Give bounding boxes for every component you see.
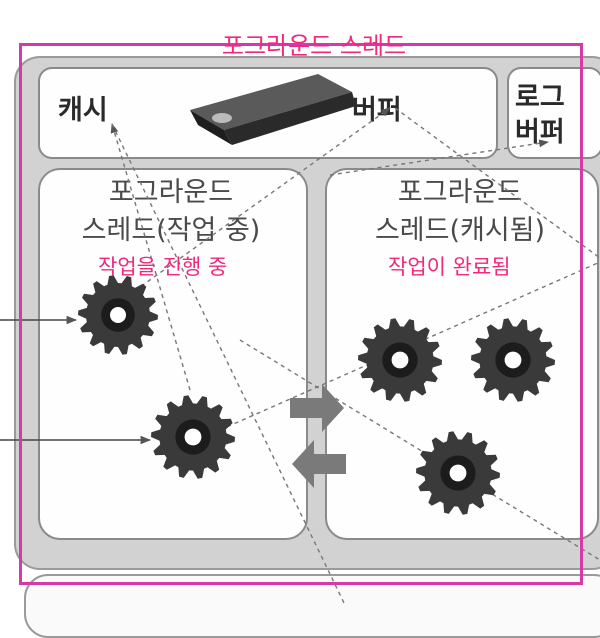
cache-label: 캐시 [58, 95, 108, 126]
reference-dashed-lines [110, 107, 600, 605]
gear-group [78, 275, 555, 515]
log-buffer-label-line1: 로그 [515, 82, 565, 113]
memory-cylinder-icon [190, 74, 356, 145]
cached-gear-1-icon [358, 318, 442, 402]
working-thread-title-line2: 스레드(작업 중) [81, 215, 261, 246]
diagram-graphics [0, 74, 600, 605]
cached-gear-3-icon [416, 431, 500, 515]
completed-annotation: 작업이 완료됨 [388, 255, 511, 279]
incoming-arrows [0, 315, 152, 445]
working-gear-1-icon [78, 275, 158, 355]
working-gear-2-icon [151, 395, 235, 479]
working-annotation: 작업을 진행 중 [98, 255, 228, 279]
cached-gear-2-icon [471, 318, 555, 402]
log-buffer-box [507, 67, 600, 159]
overlay-title: 포그라운드 스레드 [221, 32, 407, 60]
swap-arrows-icon [290, 384, 346, 488]
buffer-label: 버퍼 [352, 95, 402, 126]
highlight-frame [19, 43, 583, 585]
cached-thread-title-line1: 포그라운드 [397, 177, 523, 208]
cached-thread-title-line2: 스레드(캐시됨) [374, 215, 546, 246]
